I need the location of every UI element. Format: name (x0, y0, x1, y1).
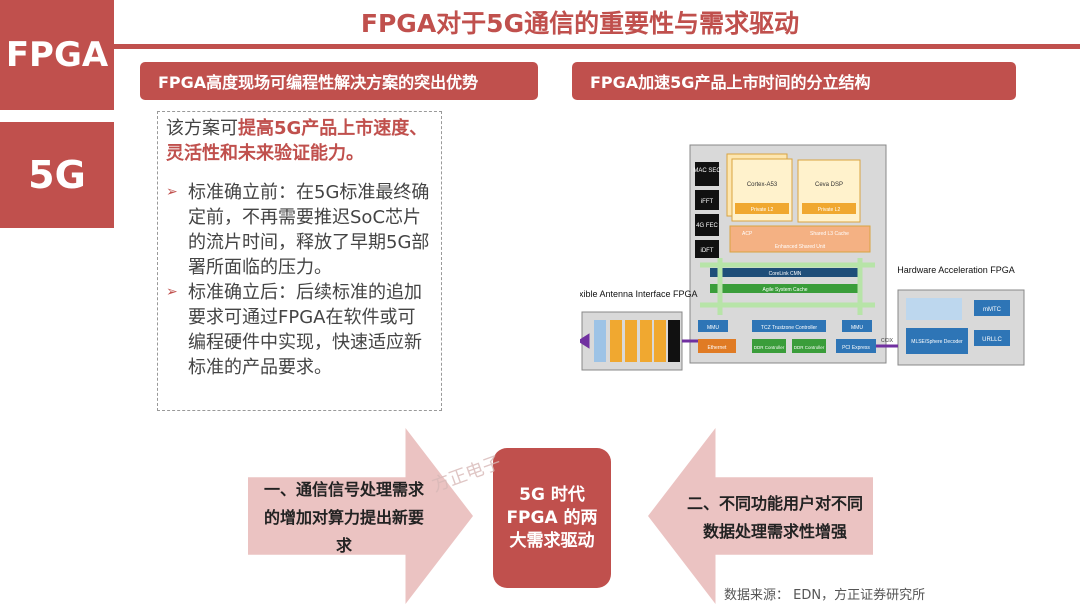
hardware-fpga-label: Hardware Acceleration FPGA (897, 265, 1015, 275)
corelink-label: CoreLink CMN (769, 271, 802, 277)
ethernet-label: Ethernet (708, 345, 728, 351)
mmu-block (698, 320, 728, 332)
mmtc-block (974, 300, 1010, 316)
right-section-heading: FPGA加速5G产品上市时间的分立结构 (572, 62, 1016, 100)
private-l2-block (735, 203, 789, 214)
corelink-bar (710, 268, 860, 277)
tcz-label: TCZ Trustzone Controller (761, 325, 817, 331)
svg-text:iDFT: iDFT (701, 248, 714, 254)
center-driver-text: 5G 时代 FPGA 的两大需求驱动 (506, 484, 598, 551)
mlse-label: MLSE/Sphere Decoder (911, 339, 963, 345)
accel-blocks: MAC SEC iFFT 4G FEC iDFT (693, 162, 721, 258)
flexible-fpga-blocks (594, 320, 680, 362)
mmtc-label: mMTC (983, 307, 1002, 313)
left-arrow-text: 一、通信信号处理需求的增加对算力提出新要求 (263, 480, 424, 555)
ddr-block-1 (752, 339, 786, 353)
right-arrow-text: 二、不同功能用户对不同数据处理需求性增强 (686, 494, 863, 541)
flexible-fpga-label: Flexible Antenna Interface FPGA (580, 289, 698, 299)
svg-text:4G FEC: 4G FEC (696, 223, 718, 229)
svg-text:MAC SEC: MAC SEC (693, 168, 721, 174)
agile-cache-label: Agile System Cache (762, 287, 807, 293)
bullet-item: ➢ 标准确立前：在5G标准最终确定前，不再需要推迟SoC芯片的流片时间，释放了早期… (166, 180, 433, 280)
shared-l3-label: Shared L3 Cache (810, 231, 849, 237)
bullet-item: ➢ 标准确立后：后续标准的追加要求可通过FPGA在软件或可编程硬件中实现，快速适应… (166, 280, 433, 380)
title-divider (114, 44, 1080, 49)
urllc-label: URLLC (982, 337, 1002, 343)
ddr-block-2 (792, 339, 826, 353)
private-l2-label: Private L2 (751, 207, 774, 213)
arrow-bullet-icon: ➢ (166, 184, 178, 200)
acp-label: ACP (742, 231, 753, 237)
pci-block (836, 339, 876, 353)
center-driver-box: 5G 时代 FPGA 的两大需求驱动 (493, 448, 611, 588)
snoop-label: Enhanced Shared Unit (775, 244, 826, 250)
fpga-side-tag: FPGA (0, 0, 114, 110)
private-l2-block-2 (802, 203, 856, 214)
architecture-diagram: Cortex-A53 Private L2 Ceva DSP Private L… (580, 144, 1025, 371)
ccix-label: CCIX (881, 338, 894, 344)
lead-plain-text: 该方案可 (166, 118, 238, 139)
source-note: 数据来源： EDN，方正证券研究所 (724, 588, 926, 603)
flexible-link-arrow (580, 333, 698, 349)
pci-label: PCI Express (842, 345, 870, 351)
private-l2-label-2: Private L2 (818, 207, 841, 213)
advantages-text-box: 该方案可提高5G产品上市速度、灵活性和未来验证能力。 ➢ 标准确立前：在5G标准最… (157, 111, 442, 411)
mmu-label-2: MMU (851, 325, 863, 331)
page-title: FPGA对于5G通信的重要性与需求驱动 (360, 9, 800, 38)
dl-fec-block (906, 298, 962, 320)
5g-side-tag: 5G (0, 122, 114, 228)
mlse-block (906, 328, 968, 354)
ceva-label: Ceva DSP (815, 182, 843, 188)
arrow-bullet-icon: ➢ (166, 284, 178, 300)
svg-text:iFFT: iFFT (701, 199, 714, 205)
lead-bold-text: 提高5G产品上市速度、灵活性和未来验证能力。 (166, 118, 428, 164)
agile-cache-bar (710, 284, 860, 293)
l3-cache-block (729, 225, 871, 253)
bullet-text: 标准确立后：后续标准的追加要求可通过FPGA在软件或可编程硬件中实现，快速适应新… (188, 282, 422, 378)
urllc-block (974, 330, 1010, 346)
ddr-label-1: DDR Controller (754, 345, 785, 350)
left-section-heading: FPGA高度现场可编程性解决方案的突出优势 (140, 62, 538, 100)
mmu-block-2 (842, 320, 872, 332)
interconnect-lines (700, 258, 875, 315)
lead-paragraph: 该方案可提高5G产品上市速度、灵活性和未来验证能力。 (166, 116, 433, 166)
mmu-label: MMU (707, 325, 719, 331)
ddr-label-2: DDR Controller (794, 345, 825, 350)
ethernet-block (698, 339, 736, 353)
cortex-label: Cortex-A53 (747, 182, 778, 188)
tcz-block (752, 320, 826, 332)
bullet-text: 标准确立前：在5G标准最终确定前，不再需要推迟SoC芯片的流片时间，释放了早期5… (188, 182, 430, 278)
